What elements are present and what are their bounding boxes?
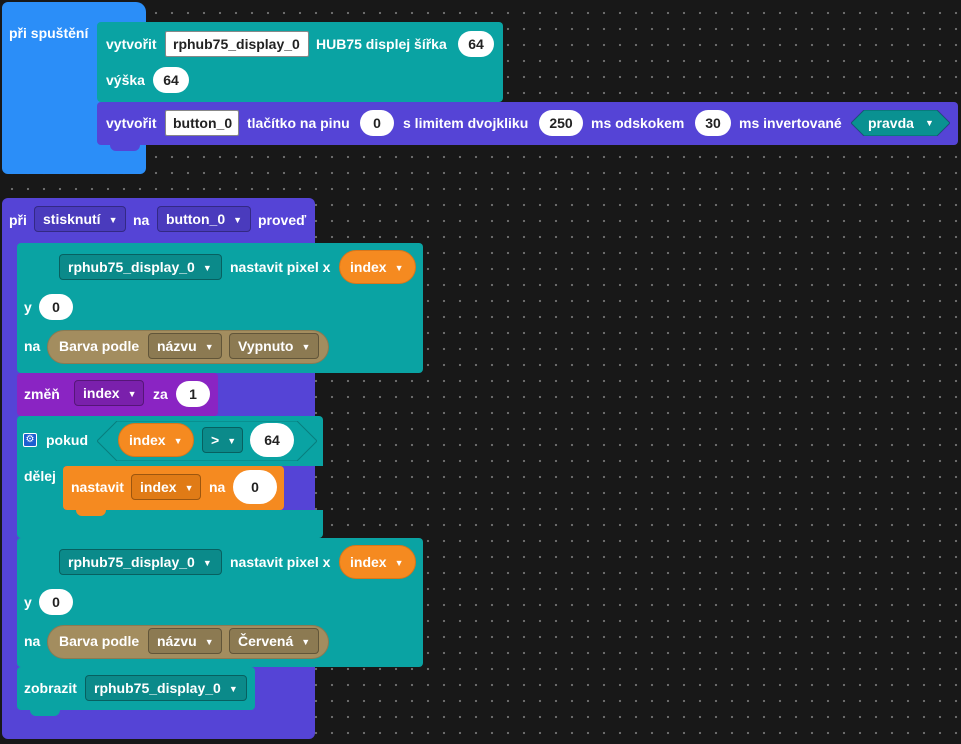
if-variable-value: index [129, 432, 166, 448]
create-button-block[interactable] [97, 102, 958, 145]
inverted-boolean-value: pravda [868, 115, 914, 131]
pixel1-x-variable[interactable]: index ▼ [339, 250, 416, 284]
pixel2-color-by-label: Barva podle [59, 633, 140, 649]
set-block-bottom-notch [76, 509, 106, 516]
on-press-when-label: při [9, 212, 27, 228]
inverted-label: ms invertované [739, 115, 842, 131]
pixel2-y-input[interactable]: 0 [39, 589, 73, 615]
chevron-down-icon: ▼ [127, 389, 137, 399]
event-type-dropdown[interactable]: stisknutí ▼ [34, 206, 126, 232]
chevron-down-icon: ▼ [394, 558, 404, 568]
chevron-down-icon: ▼ [301, 637, 311, 647]
chevron-down-icon: ▼ [108, 215, 118, 225]
chevron-down-icon: ▼ [233, 215, 243, 225]
chevron-down-icon: ▼ [301, 342, 311, 352]
pixel2-color-dropdown[interactable]: Červená ▼ [229, 628, 319, 654]
set-variable-dropdown[interactable]: index ▼ [131, 474, 201, 500]
pixel1-name-mode-dropdown[interactable]: názvu ▼ [148, 333, 222, 359]
pixel2-y-label: y [24, 594, 32, 610]
change-value-input[interactable]: 1 [176, 381, 210, 407]
pixel2-name-mode-dropdown[interactable]: názvu ▼ [148, 628, 222, 654]
inverted-caret-icon: ▼ [925, 118, 934, 128]
pixel1-name-mode-value: názvu [157, 338, 197, 354]
pixel2-na-label: na [24, 633, 41, 649]
on-start-label: při spuštění [9, 25, 89, 41]
chevron-down-icon: ▼ [202, 263, 212, 273]
show-block-bottom-notch [30, 709, 60, 716]
inverted-boolean-dropdown-shape[interactable] [851, 110, 950, 136]
pixel2-name-mode-value: názvu [157, 633, 197, 649]
width-input[interactable]: 64 [458, 31, 494, 57]
operator-value: > [211, 432, 220, 448]
if-block-bottom [17, 510, 323, 538]
gear-icon[interactable]: ⚙ [23, 433, 37, 447]
if-block-left-arm [17, 466, 65, 511]
chevron-down-icon: ▼ [227, 436, 237, 446]
create-button-label: vytvořit [106, 115, 157, 131]
pin-input[interactable]: 0 [360, 110, 394, 136]
chevron-down-icon: ▼ [173, 436, 183, 446]
on-press-do-label: proveď [258, 212, 307, 228]
debounce-input[interactable]: 30 [695, 110, 731, 136]
change-variable-value: index [83, 385, 120, 401]
change-variable-dropdown[interactable]: index ▼ [74, 380, 144, 406]
on-press-on-label: na [133, 212, 150, 228]
change-by-label: za [153, 386, 168, 402]
pixel1-color-value: Vypnuto [238, 338, 294, 354]
set-variable-value: index [140, 479, 177, 495]
chevron-down-icon: ▼ [204, 342, 214, 352]
if-label: pokud [46, 432, 88, 448]
button-select-dropdown[interactable]: button_0 ▼ [157, 206, 251, 232]
button-block-bottom-notch [110, 144, 140, 151]
if-variable[interactable]: index ▼ [118, 423, 194, 457]
create-display-label: vytvořit [106, 36, 157, 52]
if-value-input[interactable]: 64 [250, 423, 294, 457]
chevron-down-icon: ▼ [228, 684, 238, 694]
pixel1-y-input[interactable]: 0 [39, 294, 73, 320]
chevron-down-icon: ▼ [394, 263, 404, 273]
show-label: zobrazit [24, 680, 77, 696]
pixel1-color-by-label: Barva podle [59, 338, 140, 354]
show-display-dropdown[interactable]: rphub75_display_0 ▼ [85, 675, 247, 701]
do-label: dělej [24, 468, 56, 484]
height-label: výška [106, 72, 145, 88]
double-click-label: s limitem dvojkliku [403, 115, 529, 131]
set-label: nastavit [71, 479, 124, 495]
display-variable-field[interactable]: rphub75_display_0 [165, 31, 309, 57]
pixel2-display-value: rphub75_display_0 [68, 554, 195, 570]
pixel1-display-value: rphub75_display_0 [68, 259, 195, 275]
double-click-input[interactable]: 250 [539, 110, 583, 136]
show-display-value: rphub75_display_0 [94, 680, 221, 696]
button-variable-field[interactable]: button_0 [165, 110, 239, 136]
pixel2-display-dropdown[interactable]: rphub75_display_0 ▼ [59, 549, 222, 575]
pixel1-display-dropdown[interactable]: rphub75_display_0 ▼ [59, 254, 222, 280]
pixel2-set-x-label: nastavit pixel x [230, 554, 331, 570]
change-label: změň [24, 386, 60, 402]
pixel2-x-value: index [350, 554, 387, 570]
pixel2-color-value: Červená [238, 633, 294, 649]
hub75-width-label: HUB75 displej šířka [316, 36, 447, 52]
pixel1-x-value: index [350, 259, 387, 275]
event-type-value: stisknutí [43, 211, 101, 227]
pixel1-set-x-label: nastavit pixel x [230, 259, 331, 275]
pixel2-x-variable[interactable]: index ▼ [339, 545, 416, 579]
operator-dropdown[interactable]: >▼ [202, 427, 243, 453]
pixel1-na-label: na [24, 338, 41, 354]
pin-label: tlačítko na pinu [247, 115, 350, 131]
chevron-down-icon: ▼ [204, 637, 214, 647]
chevron-down-icon: ▼ [202, 558, 212, 568]
chevron-down-icon: ▼ [184, 483, 194, 493]
set-to-label: na [209, 479, 226, 495]
height-input[interactable]: 64 [153, 67, 189, 93]
debounce-label: ms odskokem [591, 115, 685, 131]
pixel1-color-dropdown[interactable]: Vypnuto ▼ [229, 333, 319, 359]
pixel1-y-label: y [24, 299, 32, 315]
button-select-value: button_0 [166, 211, 226, 227]
set-value-input[interactable]: 0 [233, 470, 277, 504]
